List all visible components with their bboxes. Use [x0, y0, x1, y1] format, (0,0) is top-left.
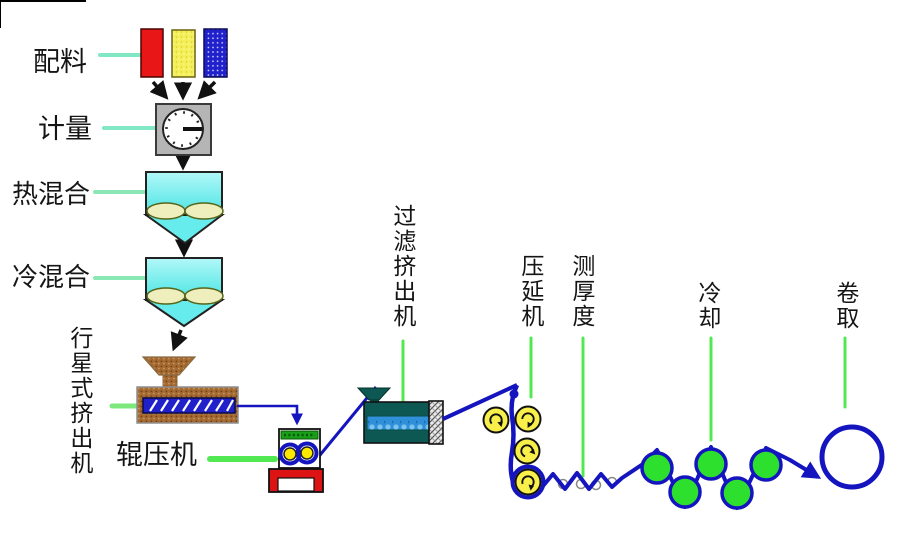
label-cold-mixing: 冷混合 [12, 263, 91, 292]
arrow-cold-to-extruder [170, 329, 188, 352]
label-calender: 压延机 [517, 254, 543, 329]
label-thickness-gauge: 测厚度 [568, 254, 594, 329]
metering-scale-icon [155, 103, 212, 156]
web-filter-to-calender [442, 383, 518, 421]
roller-press-icon [268, 386, 378, 493]
red-material-bar-icon [140, 28, 164, 78]
arrow-blue-to-metering [197, 80, 217, 100]
label-filter-extruder: 过滤挤出机 [389, 204, 415, 329]
calender-rolls [482, 405, 542, 496]
flow-arrows [149, 80, 217, 352]
page-border-fragment [0, 0, 86, 28]
filter-extruder-icon [356, 383, 518, 445]
hot-mixer-icon [142, 171, 225, 245]
thickness-gauge-icon [541, 462, 645, 491]
filter-screw [366, 415, 432, 431]
material-bars-icon [140, 28, 228, 78]
arrow-extruder-to-press [237, 404, 303, 426]
windup-reel-icon [819, 424, 885, 490]
label-batching: 配料 [33, 47, 87, 77]
yellow-material-bar-icon [171, 29, 196, 78]
arrow-red-to-metering [149, 80, 169, 100]
cooling-section-icon [640, 445, 822, 510]
cold-mixer-icon [142, 257, 226, 328]
label-planetary-extruder: 行星式挤出机 [66, 326, 92, 476]
label-roller-press: 辊压机 [116, 440, 197, 470]
label-pointer-lines [93, 53, 847, 478]
web-through-calender [508, 384, 520, 483]
planetary-extruder-icon [136, 356, 303, 426]
filter-die-head [428, 400, 444, 445]
label-hot-mixing: 热混合 [12, 180, 91, 209]
web-zigzag [541, 462, 645, 491]
blue-material-bar-icon [203, 28, 228, 78]
label-cooling: 冷却 [694, 281, 720, 331]
label-winding: 卷取 [832, 281, 858, 331]
web-press-to-filter [309, 386, 378, 467]
label-metering: 计量 [38, 114, 92, 144]
calender-icon [482, 384, 546, 500]
